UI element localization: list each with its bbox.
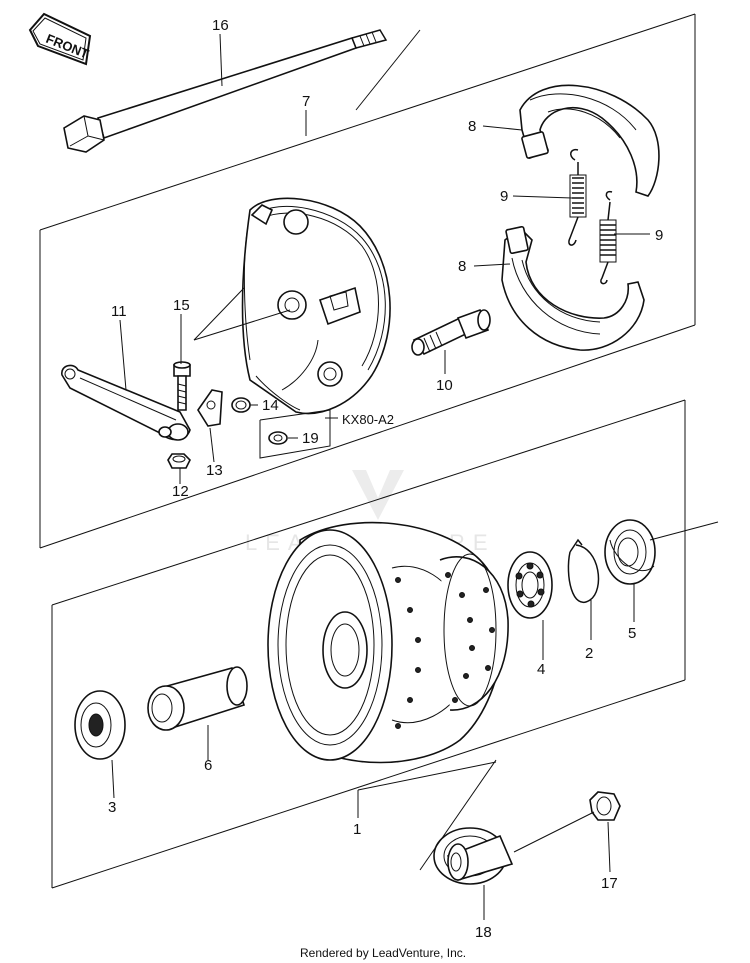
collar-part [433,827,514,885]
callout-9-lower: 9 [655,227,663,244]
callout-14: 14 [262,397,279,414]
spring-upper [568,148,587,246]
callout-17: 17 [601,875,618,892]
footer-credit: Rendered by LeadVenture, Inc. [300,946,466,960]
hub-panel-boundary [51,399,686,889]
callout-13: 13 [206,462,223,479]
circlip-part [567,538,600,603]
axle-part [63,29,388,153]
callout-8-upper: 8 [468,118,476,135]
callout-18: 18 [475,924,492,941]
brake-panel-part [241,197,391,415]
front-arrow-icon: FRONT [28,12,92,66]
brake-shoe-lower [501,225,645,351]
brake-shoe-upper [519,84,660,197]
seal-part [604,519,656,585]
nut-part [167,453,191,469]
leader-lines [111,29,719,920]
bearing-part-4 [507,551,553,619]
callout-10: 10 [436,377,453,394]
callout-3: 3 [108,799,116,816]
callout-5: 5 [628,625,636,642]
callout-15: 15 [173,297,190,314]
callout-11: 11 [111,303,127,320]
callout-1: 1 [353,821,361,838]
axle-nut-part [589,791,621,821]
spring-lower [599,190,617,285]
callout-9-upper: 9 [500,188,508,205]
variant-label: KX80-A2 [342,412,394,427]
brake-lever-part [61,364,191,441]
callout-16: 16 [212,17,229,34]
brake-cam-part [411,308,491,356]
callout-12: 12 [172,483,189,500]
o-ring-part [231,397,251,413]
callout-2: 2 [585,645,593,662]
bolt-part [173,361,191,411]
plate-part [197,389,223,427]
spacer-part [147,666,248,731]
callout-19: 19 [302,430,319,447]
callout-4: 4 [537,661,545,678]
variant-box [259,409,331,459]
callout-6: 6 [204,757,212,774]
callout-8-lower: 8 [458,258,466,275]
brake-panel-boundary [39,13,696,549]
bearing-part-3 [74,690,126,760]
wheel-hub-part [267,521,509,764]
callout-7: 7 [302,93,310,110]
callout-labels: 16 7 8 9 9 8 11 15 10 14 KX80-A2 19 13 1… [108,17,663,941]
